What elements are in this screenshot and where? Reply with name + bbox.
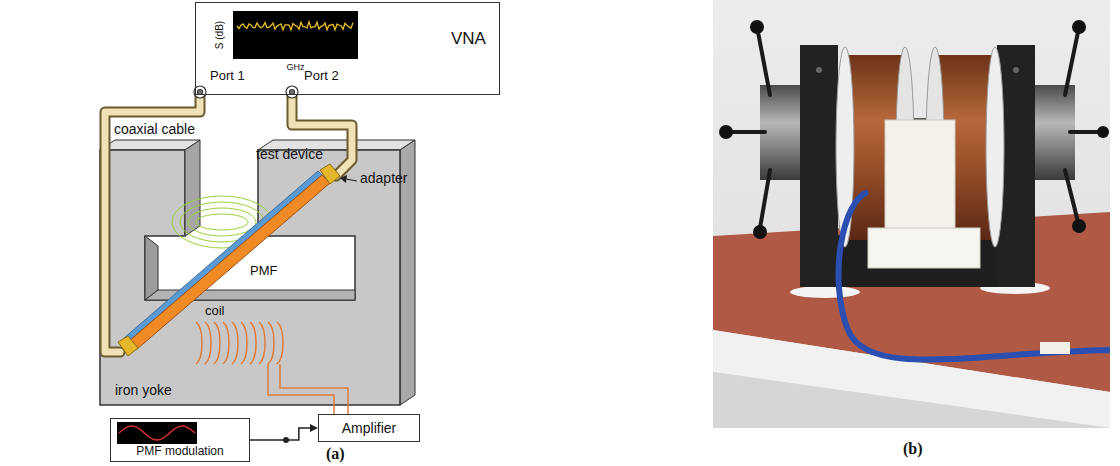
- photo: [1072, 20, 1086, 34]
- part-label: iron yoke: [115, 382, 172, 398]
- coil-winding: [280, 364, 348, 414]
- field-lines: [188, 208, 256, 236]
- port-connector: [286, 86, 298, 98]
- photo: [713, 372, 1110, 428]
- iron-yoke: [185, 140, 200, 236]
- part-label: adapter: [360, 170, 407, 186]
- test-device: [124, 171, 322, 342]
- photo: [1013, 67, 1019, 73]
- coil-winding: [196, 322, 202, 364]
- photo: [1040, 342, 1070, 354]
- part-label: test device: [256, 146, 323, 162]
- photo: [1065, 170, 1078, 222]
- part-label: PMF: [250, 264, 277, 279]
- photo: [1065, 32, 1078, 95]
- modulation-box: PMF modulation: [110, 418, 250, 462]
- port-connector: [194, 86, 298, 98]
- coil-winding: [223, 322, 229, 364]
- vna-screen: S (dB)GHz: [233, 11, 358, 59]
- photo: [760, 170, 770, 228]
- coil-winding: [232, 322, 238, 364]
- coil-winding: [205, 322, 211, 364]
- arrow-head: [310, 424, 318, 432]
- coil-winding: [268, 364, 334, 414]
- photo: [758, 32, 770, 95]
- coil-winding: [250, 322, 256, 364]
- screen-trace: [233, 11, 358, 59]
- part-label: coil: [205, 304, 225, 319]
- iron-yoke: [100, 140, 415, 405]
- photo: [719, 125, 733, 139]
- axis-label: S (dB): [214, 21, 226, 49]
- test-device: [320, 164, 340, 184]
- box-label: Amplifier: [342, 420, 396, 436]
- photo: [713, 0, 1110, 428]
- coil-winding: [277, 322, 283, 364]
- photo: [730, 32, 1100, 228]
- leader-arrow: [340, 175, 357, 183]
- photo: [986, 47, 1004, 247]
- test-device: [118, 336, 138, 356]
- coil-winding: [268, 322, 274, 364]
- port-label: Port 1: [210, 69, 245, 84]
- test-device: [128, 175, 330, 350]
- axis-label: GHz: [287, 62, 305, 72]
- photo: [800, 45, 838, 287]
- photo: [730, 130, 765, 134]
- coaxial-cable: [292, 95, 352, 176]
- modulation-screen: [117, 422, 197, 444]
- photo: [790, 286, 860, 298]
- signal-arrow: [250, 428, 311, 440]
- coil-winding: [241, 322, 247, 364]
- photo: [868, 228, 980, 268]
- junction-dot: [283, 437, 289, 443]
- panel-label: (a): [326, 445, 345, 463]
- vna-box: VNAPort 1Port 2S (dB)GHz: [195, 2, 500, 95]
- photo: [719, 20, 1109, 239]
- device-label: VNA: [451, 29, 486, 49]
- box-label: PMF modulation: [136, 445, 223, 459]
- iron-yoke: [100, 140, 200, 150]
- photo: [750, 20, 764, 34]
- photo: [1070, 130, 1100, 134]
- sine-wave: [119, 426, 195, 440]
- signal-arrow: [250, 424, 318, 443]
- part-label: coaxial cable: [114, 121, 195, 137]
- coaxial-cable: [105, 95, 352, 352]
- port-label: Port 2: [304, 69, 339, 84]
- photo: [1072, 219, 1086, 233]
- panel-label: (b): [903, 440, 923, 458]
- photo: [1097, 126, 1109, 138]
- field-lines: [196, 214, 248, 230]
- iron-yoke: [100, 150, 400, 405]
- leader-arrow: [346, 179, 357, 181]
- screen-trace: [237, 22, 353, 30]
- photo: [713, 0, 1110, 428]
- photo: [713, 330, 1110, 428]
- coil-winding: [196, 322, 348, 414]
- photo: [816, 67, 822, 73]
- modulation-screen: [117, 422, 197, 444]
- photo: [839, 192, 1110, 360]
- coil-winding: [214, 322, 220, 364]
- port-connector: [198, 90, 203, 95]
- coil-winding: [259, 322, 265, 364]
- port-connector: [290, 90, 295, 95]
- iron-yoke: [145, 236, 158, 300]
- leader-arrow: [340, 175, 347, 183]
- photo: [753, 225, 767, 239]
- test-device: [118, 164, 340, 356]
- coaxial-cable: [292, 95, 352, 176]
- amplifier-box: Amplifier: [318, 414, 420, 442]
